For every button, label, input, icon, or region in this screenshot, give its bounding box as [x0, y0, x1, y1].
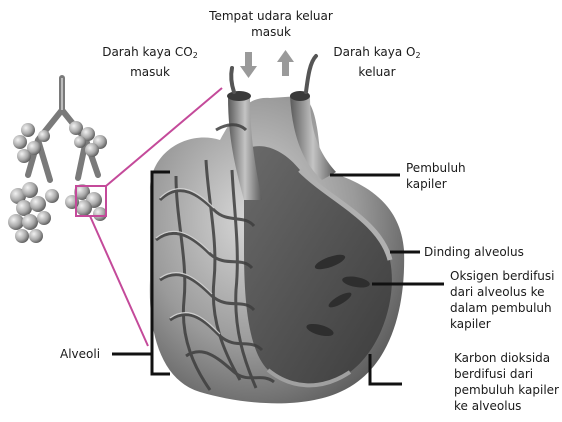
- label-co2-line2: berdifusi dari: [454, 366, 559, 382]
- label-o2-blood-out: Darah kaya O2 keluar: [322, 44, 432, 80]
- label-capillary-line1: Pembuluh: [406, 160, 466, 176]
- label-o2-blood-out-line2: keluar: [322, 64, 432, 80]
- air-out-arrow: [277, 50, 294, 76]
- label-co2-blood-in-line1: Darah kaya CO2: [90, 44, 210, 64]
- label-co2-line3: pembuluh kapiler: [454, 382, 559, 398]
- label-oxygen-line2: dari alveolus ke: [450, 284, 555, 300]
- label-oxygen-line4: kapiler: [450, 316, 555, 332]
- label-air-exchange-line2: masuk: [196, 24, 346, 40]
- label-capillary-line2: kapiler: [406, 176, 466, 192]
- label-capillary: Pembuluh kapiler: [406, 160, 466, 192]
- label-alveoli: Alveoli: [60, 346, 100, 362]
- label-alveolus-wall-text: Dinding alveolus: [424, 244, 524, 260]
- label-oxygen-line3: dalam pembuluh: [450, 300, 555, 316]
- bronchial-tree: [8, 78, 107, 243]
- label-co2-line4: ke alveolus: [454, 398, 559, 414]
- label-alveoli-text: Alveoli: [60, 346, 100, 362]
- alveolar-clusters: [8, 121, 107, 243]
- label-o2-blood-out-line1: Darah kaya O2: [322, 44, 432, 64]
- co2-in-subscript: 2: [193, 51, 198, 60]
- label-co2-blood-in: Darah kaya CO2 masuk: [90, 44, 210, 80]
- magnifier-line-bottom: [90, 216, 148, 346]
- label-co2-blood-in-line2: masuk: [90, 64, 210, 80]
- o2-out-subscript: 2: [416, 51, 421, 60]
- label-co2-line1: Karbon dioksida: [454, 350, 559, 366]
- co2-in-text: Darah kaya CO: [102, 45, 193, 59]
- label-co2-diffusion: Karbon dioksida berdifusi dari pembuluh …: [454, 350, 559, 414]
- o2-out-text: Darah kaya O: [333, 45, 415, 59]
- label-air-exchange-line1: Tempat udara keluar: [196, 8, 346, 24]
- label-oxygen-diffusion: Oksigen berdifusi dari alveolus ke dalam…: [450, 268, 555, 332]
- air-in-arrow: [240, 52, 257, 78]
- alveolus-sac: [150, 56, 404, 403]
- label-alveolus-wall: Dinding alveolus: [424, 244, 524, 260]
- air-arrows: [240, 50, 294, 78]
- label-oxygen-line1: Oksigen berdifusi: [450, 268, 555, 284]
- label-air-exchange: Tempat udara keluar masuk: [196, 8, 346, 40]
